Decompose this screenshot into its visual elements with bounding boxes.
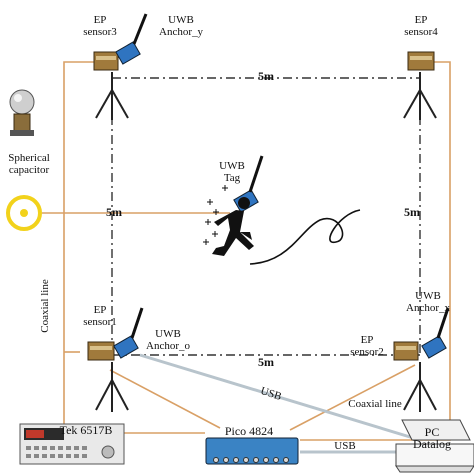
ep-sensor2-body bbox=[393, 341, 419, 361]
tek-6517b-label: Tek 6517B bbox=[59, 423, 113, 437]
spherical-capacitor-bulb bbox=[9, 89, 35, 136]
walking-trajectory bbox=[249, 209, 361, 265]
laptop-pc bbox=[395, 419, 474, 473]
uwb-anchor-x-module bbox=[421, 307, 450, 359]
distance-left-label: 5m bbox=[106, 205, 122, 219]
coaxial-line-left-label: Coaxial line bbox=[39, 279, 51, 333]
tripod-sensor4 bbox=[403, 72, 437, 120]
usb-bottom-label: USB bbox=[334, 440, 356, 452]
ep-sensor1-body bbox=[87, 341, 115, 361]
charge-markers bbox=[203, 185, 228, 245]
coaxial-line-right-label: Coaxial line bbox=[348, 398, 402, 410]
tek-6517b-device bbox=[19, 423, 125, 465]
distance-bottom-label: 5m bbox=[258, 355, 274, 369]
uwb-anchor-o-module bbox=[113, 307, 144, 359]
distance-right-label: 5m bbox=[404, 205, 420, 219]
running-person bbox=[212, 197, 254, 256]
pico-4824-label: Pico 4824 bbox=[224, 424, 274, 438]
usb-cables bbox=[139, 353, 421, 454]
tripod-sensor2 bbox=[403, 362, 437, 412]
ep-sensor3-body bbox=[93, 51, 119, 71]
tripod-sensor1 bbox=[95, 362, 129, 412]
uwb-anchor-y-module bbox=[115, 13, 148, 65]
spherical-capacitor-ring bbox=[6, 195, 42, 231]
measurement-area-square bbox=[111, 77, 421, 356]
coaxial-wiring bbox=[40, 61, 451, 441]
distance-top-label: 5m bbox=[258, 69, 274, 83]
ep-sensor4-body bbox=[407, 51, 435, 71]
tripod-sensor3 bbox=[95, 72, 129, 120]
pico-4824-device bbox=[205, 437, 299, 465]
